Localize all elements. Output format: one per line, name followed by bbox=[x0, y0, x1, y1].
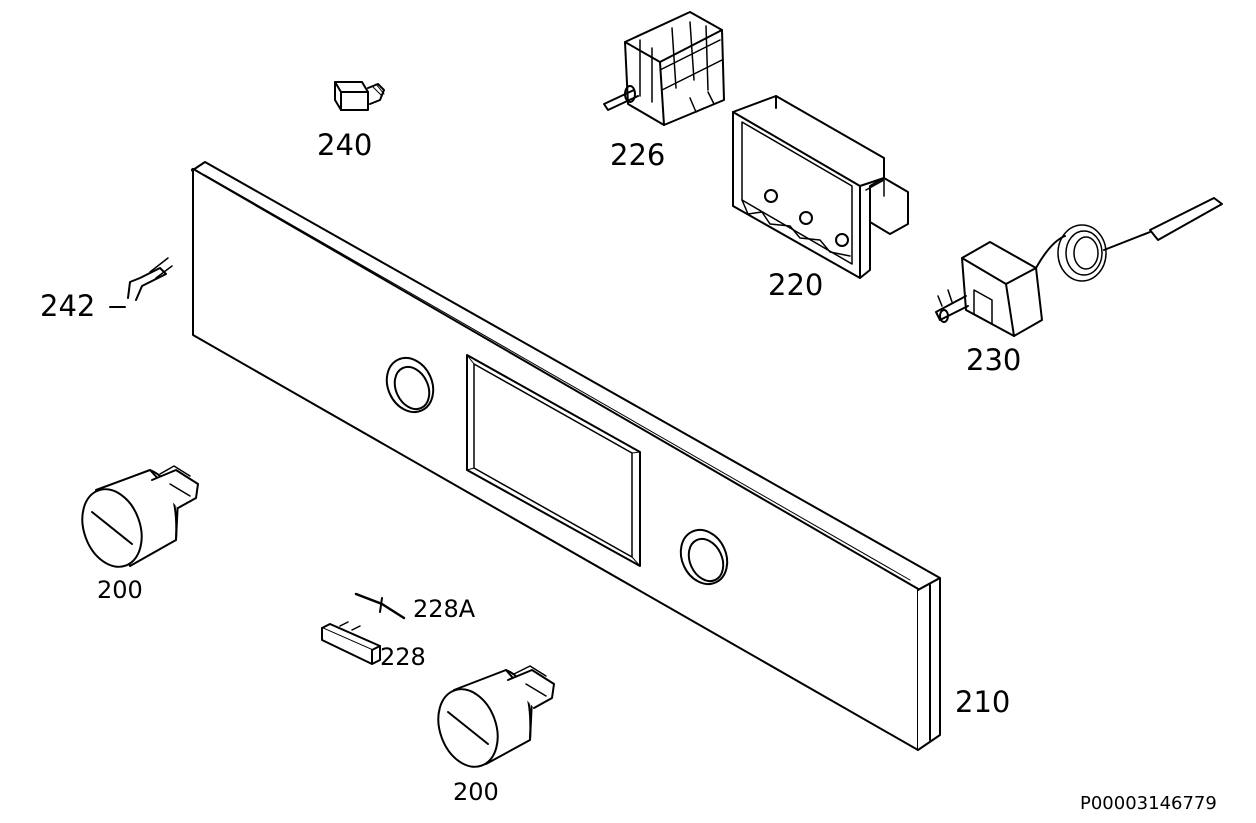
part-240-button bbox=[335, 82, 384, 110]
label-200-bottom: 200 bbox=[453, 778, 499, 806]
part-200-knob-left bbox=[72, 466, 198, 575]
label-228A: 228A bbox=[413, 595, 476, 623]
part-200-knob-bottom bbox=[428, 666, 554, 775]
part-242-clip bbox=[110, 258, 172, 307]
label-230: 230 bbox=[966, 343, 1022, 377]
part-220-display-housing bbox=[733, 96, 908, 278]
part-226-selector-switch bbox=[604, 12, 724, 125]
part-228-slider bbox=[322, 622, 380, 664]
part-228A-lever bbox=[356, 594, 404, 618]
label-220: 220 bbox=[768, 268, 824, 302]
part-230-thermostat bbox=[936, 198, 1222, 336]
label-240: 240 bbox=[317, 128, 373, 162]
label-228: 228 bbox=[380, 643, 426, 671]
reference-number: P00003146779 bbox=[1080, 793, 1217, 814]
label-242: 242 bbox=[40, 289, 96, 323]
label-210: 210 bbox=[955, 685, 1011, 719]
part-210-control-panel bbox=[193, 162, 940, 750]
label-200-left: 200 bbox=[97, 576, 143, 604]
label-226: 226 bbox=[610, 138, 666, 172]
